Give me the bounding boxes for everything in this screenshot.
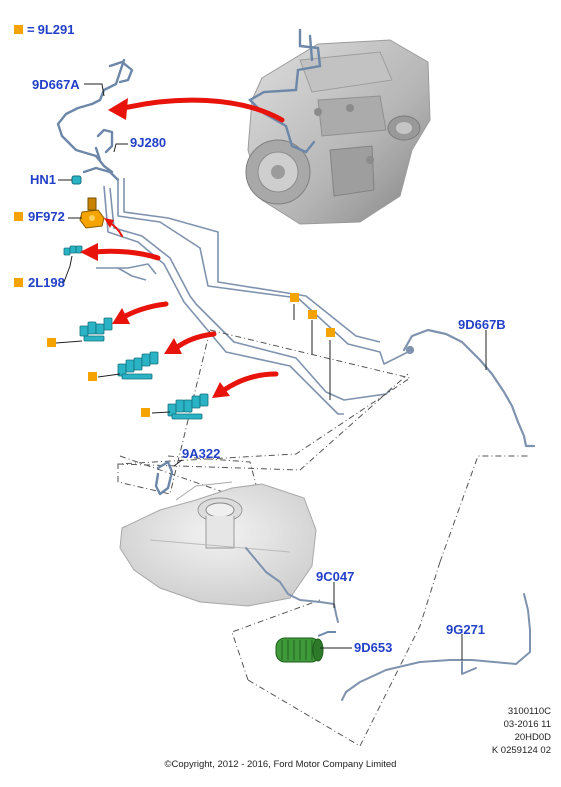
- sensor-9f972: [79, 197, 105, 229]
- label-9g271: 9G271: [446, 622, 486, 637]
- legend: = 9L291: [14, 22, 74, 37]
- drawing-code: 20HD0D: [514, 732, 551, 743]
- marker-pipe-1: [290, 293, 299, 302]
- engine-fuel-line: [248, 28, 322, 154]
- marker-2l198: [14, 278, 23, 287]
- connector-set-2: [117, 351, 159, 380]
- marker-pipe-2: [308, 310, 317, 319]
- harness-9d667a: [56, 58, 134, 182]
- main-fuel-pipes: [96, 178, 409, 415]
- drawing-reference: K 0259124 02: [491, 745, 551, 756]
- dashed-boundaries: [117, 329, 530, 747]
- legend-code: 9L291: [37, 22, 75, 37]
- marker-pipe-3: [326, 328, 335, 337]
- fuel-tank: [119, 481, 317, 607]
- label-9d667a: 9D667A: [32, 77, 80, 92]
- label-9d667b: 9D667B: [458, 317, 506, 332]
- drawing-date: 03-2016 11: [503, 719, 551, 730]
- pipe-9d667b: [402, 328, 536, 448]
- label-9j280: 9J280: [130, 135, 167, 150]
- connector-2l198: [63, 245, 83, 256]
- label-9f972: 9F972: [28, 209, 65, 224]
- marker-9f972: [14, 212, 23, 221]
- legend-equals: =: [27, 22, 35, 37]
- leader-lines: [55, 83, 487, 660]
- hose-9a322: [154, 460, 174, 496]
- red-arrows: [91, 97, 285, 393]
- copyright: ©Copyright, 2012 - 2016, Ford Motor Comp…: [164, 759, 397, 770]
- label-2l198: 2L198: [28, 275, 65, 290]
- drawing-number: 3100110C: [507, 706, 551, 717]
- fuel-filter-9d653: [275, 631, 336, 663]
- connector-hn1: [71, 175, 82, 185]
- legend-marker: [14, 25, 23, 34]
- marker-connector-set-3: [141, 408, 150, 417]
- pipe-9c047: [245, 547, 339, 623]
- marker-connector-set-1: [47, 338, 56, 347]
- engine-assembly: [245, 39, 431, 225]
- pipe-9g271: [341, 593, 531, 701]
- connector-set-1: [79, 317, 113, 342]
- label-hn1: HN1: [30, 172, 57, 187]
- marker-connector-set-2: [88, 372, 97, 381]
- label-9c047: 9C047: [316, 569, 355, 584]
- label-9d653: 9D653: [354, 640, 393, 655]
- red-arrowheads: [80, 98, 230, 398]
- label-9a322: 9A322: [182, 446, 221, 461]
- connector-set-3: [167, 393, 209, 420]
